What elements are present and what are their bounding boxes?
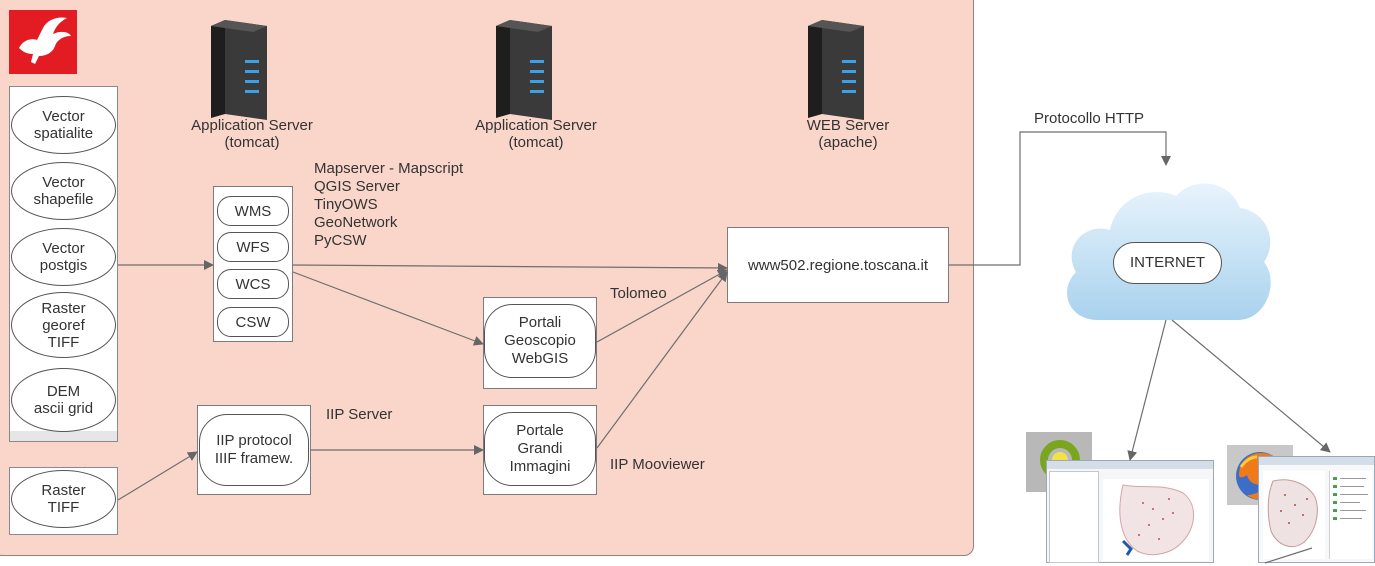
- software-item: TinyOWS: [314, 196, 378, 213]
- software-item: GeoNetwork: [314, 214, 398, 231]
- software-list: Mapserver - Mapscript QGIS Server TinyOW…: [314, 160, 463, 250]
- node-line: Immagini: [509, 458, 571, 475]
- window-titlebar: [1047, 461, 1213, 469]
- connector: [292, 262, 728, 273]
- protocol-http-label: Protocollo HTTP: [1034, 110, 1145, 127]
- node-line: Vector: [42, 108, 85, 125]
- node-line: Portali: [518, 314, 562, 331]
- server-name: Application Server: [191, 117, 313, 134]
- node-line: ascii grid: [33, 400, 94, 417]
- server-icon: [808, 20, 864, 120]
- connector: [596, 269, 728, 343]
- node-line: shapefile: [33, 191, 94, 208]
- node-line: georef: [42, 316, 85, 334]
- node-line: Geoscopio: [504, 332, 576, 349]
- software-item: Mapserver - Mapscript: [314, 160, 464, 177]
- node-line: spatialite: [33, 125, 94, 142]
- window-titlebar: [1259, 457, 1374, 465]
- node-line: IIIF framew.: [214, 450, 294, 467]
- pegasus-logo-icon: [9, 10, 77, 74]
- node-line: Grandi: [517, 440, 563, 457]
- node-line: WebGIS: [511, 350, 569, 367]
- software-item: PyCSW: [314, 232, 367, 249]
- connector: [1127, 319, 1167, 461]
- connector: [117, 451, 198, 501]
- node-line: TIFF: [47, 499, 80, 516]
- software-item: QGIS Server: [314, 178, 400, 195]
- server-label: Application Server (tomcat): [426, 117, 646, 151]
- panel-footer: [10, 431, 117, 441]
- connector: [949, 131, 1171, 266]
- service-csw: CSW: [217, 307, 289, 337]
- iip-server-label: IIP Server: [326, 406, 393, 423]
- map-canvas: [1103, 479, 1209, 561]
- service-wfs: WFS: [217, 232, 289, 262]
- node-line: Portale: [516, 422, 564, 439]
- server-type: (apache): [818, 134, 878, 151]
- node-line: DEM: [46, 383, 81, 400]
- server-name: WEB Server: [806, 117, 890, 134]
- server-label: WEB Server (apache): [738, 117, 958, 151]
- node-line: postgis: [39, 257, 88, 274]
- node-line: IIP protocol: [216, 432, 292, 449]
- connector: [1171, 319, 1331, 453]
- layer-panel: [1049, 471, 1099, 563]
- node-line: Vector: [42, 174, 85, 191]
- server-type: (tomcat): [508, 134, 564, 151]
- layer-list: [1329, 471, 1372, 559]
- service-wcs: WCS: [217, 269, 289, 299]
- node-line: Vector: [42, 240, 85, 257]
- internet-node: INTERNET: [1113, 242, 1222, 284]
- connector: [596, 271, 728, 449]
- iip-mooviewer-label: IIP Mooviewer: [610, 456, 705, 473]
- node-line: Raster: [41, 299, 86, 317]
- server-icon: [496, 20, 552, 120]
- map-canvas: [1263, 471, 1325, 559]
- server-icon: [211, 20, 267, 120]
- service-wms: WMS: [217, 196, 289, 226]
- tolomeo-label: Tolomeo: [610, 285, 667, 302]
- node-line: TIFF: [47, 333, 80, 351]
- node-line: Raster: [41, 482, 86, 499]
- server-name: Application Server: [475, 117, 597, 134]
- server-label: Application Server (tomcat): [142, 117, 362, 151]
- connector: [292, 271, 484, 346]
- server-type: (tomcat): [224, 134, 280, 151]
- connector: [1264, 547, 1313, 564]
